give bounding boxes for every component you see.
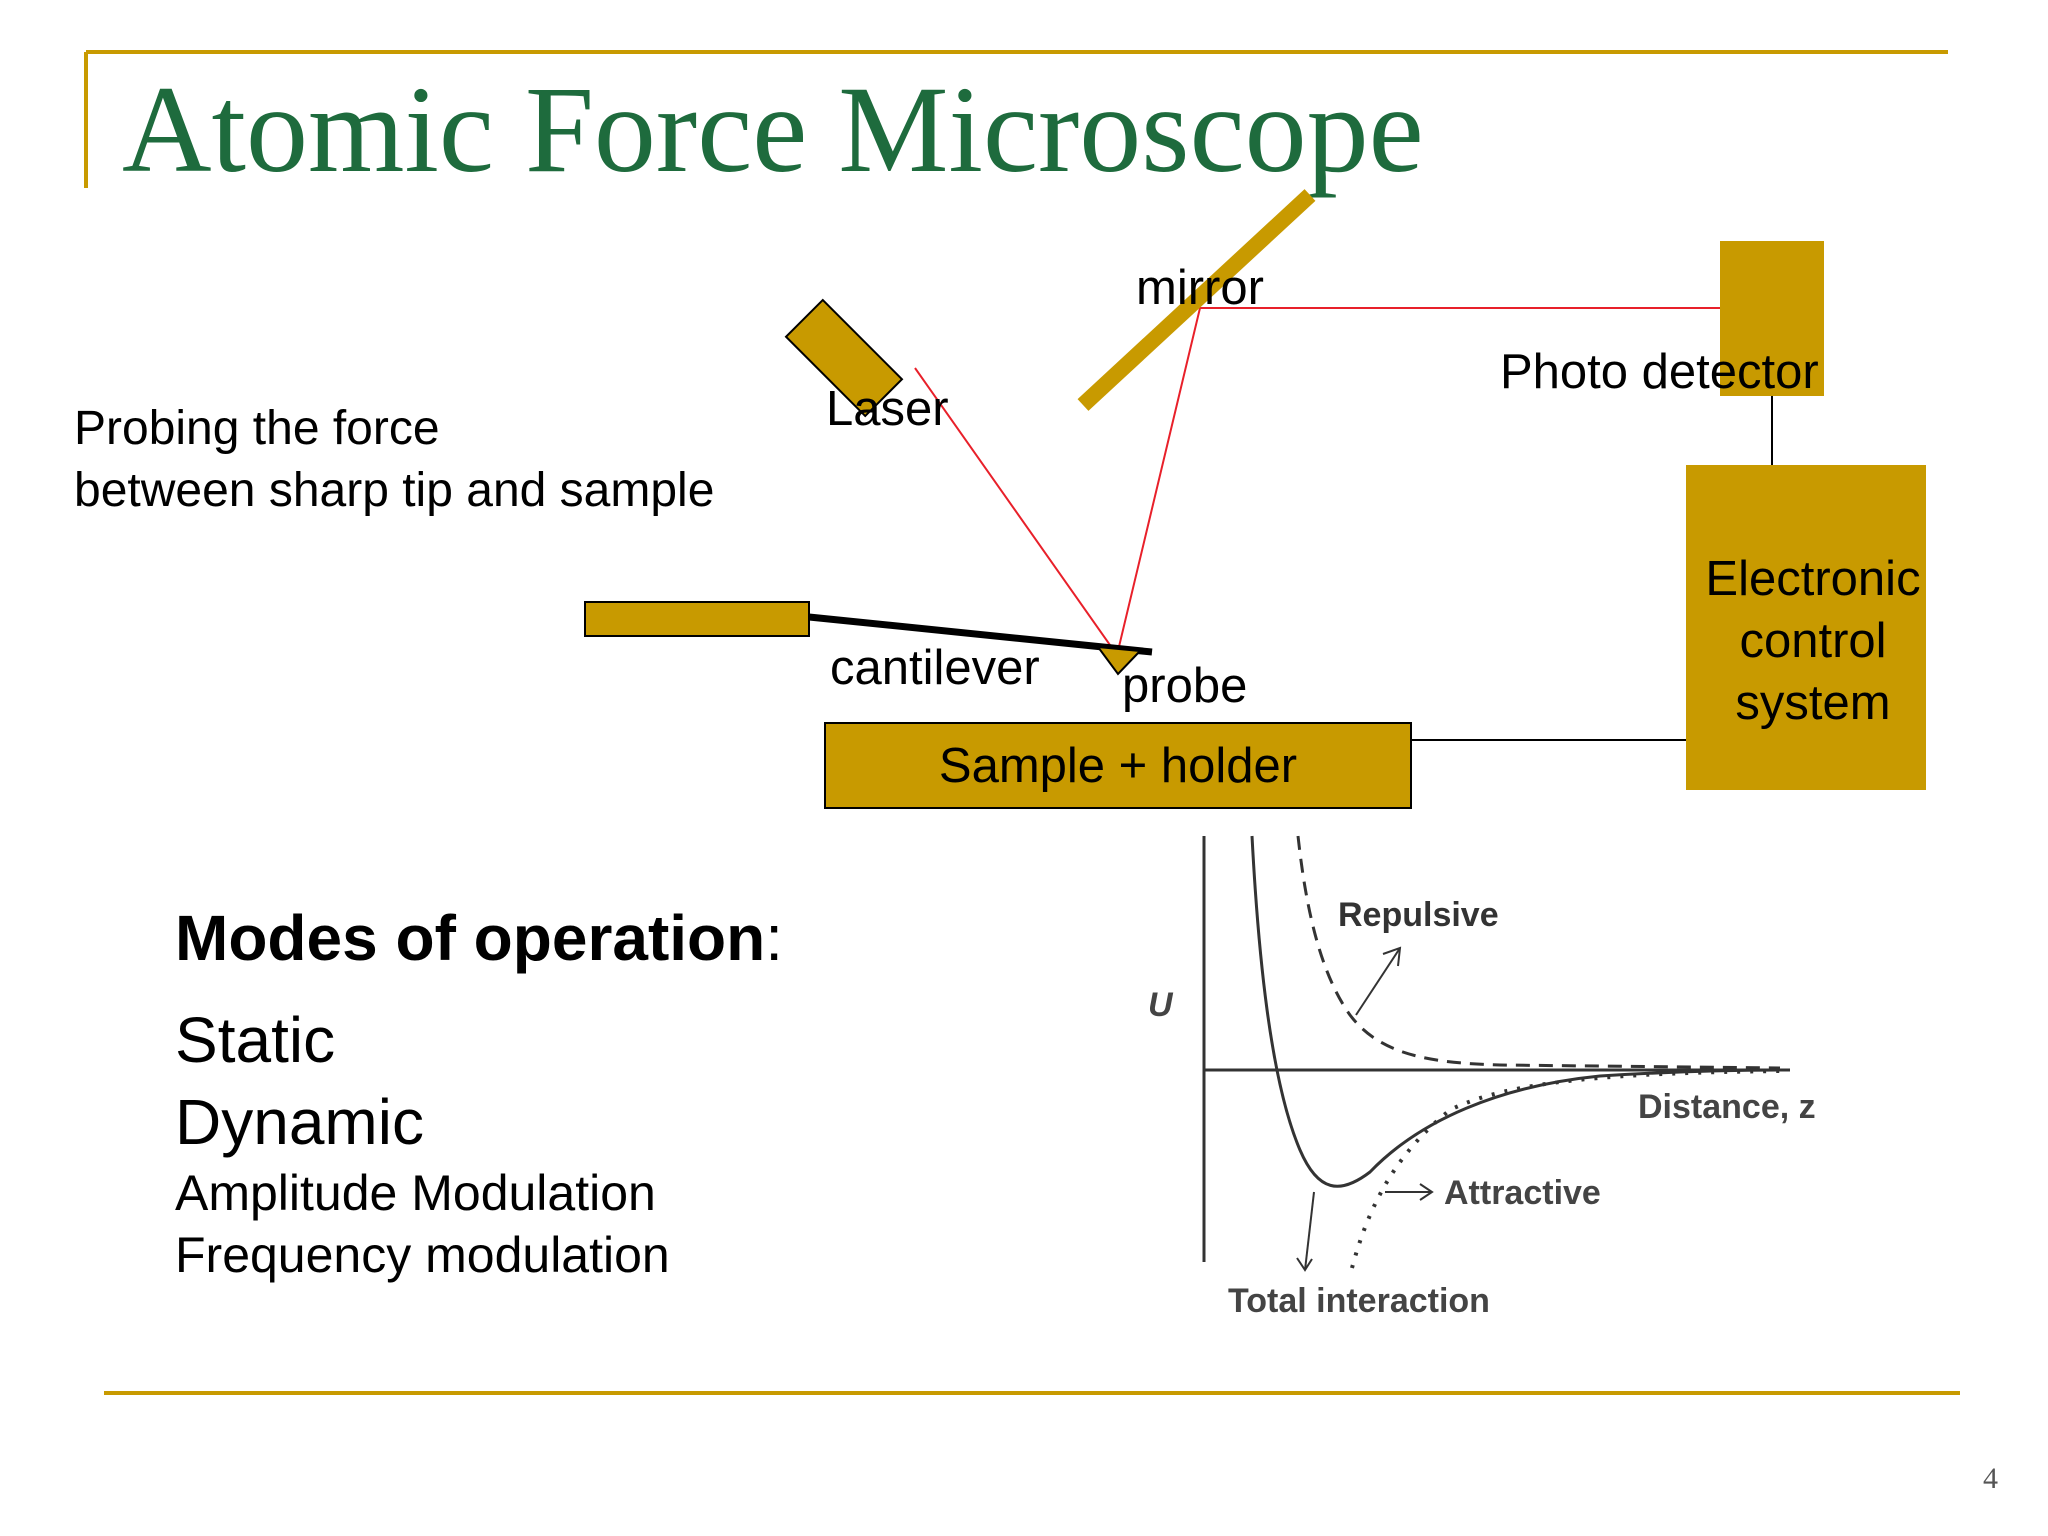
- repulsive-label: Repulsive: [1338, 896, 1499, 934]
- plot-x-axis-label: Distance, z: [1638, 1088, 1816, 1126]
- probe-tip: [1095, 645, 1143, 676]
- description-line2: between sharp tip and sample: [74, 464, 715, 517]
- control-label-line1: Electronic: [1705, 552, 1921, 606]
- modes-list: Modes of operation: Static Dynamic Ampli…: [175, 896, 783, 1286]
- total-interaction-label: Total interaction: [1228, 1282, 1490, 1320]
- mirror-label: mirror: [1136, 261, 1264, 315]
- slide-title: Atomic Force Microscope: [122, 61, 1424, 198]
- probe-label: probe: [1122, 659, 1248, 713]
- description-line1: Probing the force: [74, 402, 440, 455]
- photo-detector-label: Photo detector: [1500, 345, 1819, 399]
- repulsive-arrow: [1355, 946, 1402, 1016]
- attractive-label: Attractive: [1444, 1174, 1601, 1212]
- laser-beam: [914, 307, 1720, 658]
- mode-amplitude-modulation: Amplitude Modulation: [175, 1165, 656, 1221]
- control-system-label: Electronic control system: [1686, 548, 1940, 735]
- photo-detector: [1720, 241, 1824, 396]
- total-interaction-curve: [1250, 835, 1791, 1188]
- control-label-line2: control: [1739, 614, 1887, 669]
- cantilever-label: cantilever: [830, 641, 1040, 695]
- laser-source: [784, 298, 904, 418]
- control-label-line3: system: [1735, 676, 1891, 731]
- plot-y-axis-label: U: [1148, 986, 1173, 1024]
- sample-holder-label: Sample + holder: [938, 739, 1298, 793]
- total-interaction-arrow: [1296, 1191, 1315, 1272]
- sample-holder: [824, 722, 1412, 809]
- mode-static: Static: [175, 1004, 336, 1076]
- repulsive-curve: [1296, 835, 1781, 1070]
- mode-frequency-modulation: Frequency modulation: [175, 1227, 670, 1283]
- attractive-arrow: [1385, 1183, 1434, 1201]
- description: Probing the force between sharp tip and …: [74, 398, 714, 522]
- modes-heading-colon: :: [765, 902, 783, 974]
- control-system-box: [1686, 465, 1926, 790]
- page-number: 4: [1983, 1462, 1998, 1495]
- mirror: [1077, 189, 1316, 411]
- laser-label: Laser: [826, 382, 949, 436]
- modes-heading: Modes of operation: [175, 902, 766, 974]
- mode-dynamic: Dynamic: [175, 1086, 424, 1158]
- cantilever: [808, 613, 1153, 656]
